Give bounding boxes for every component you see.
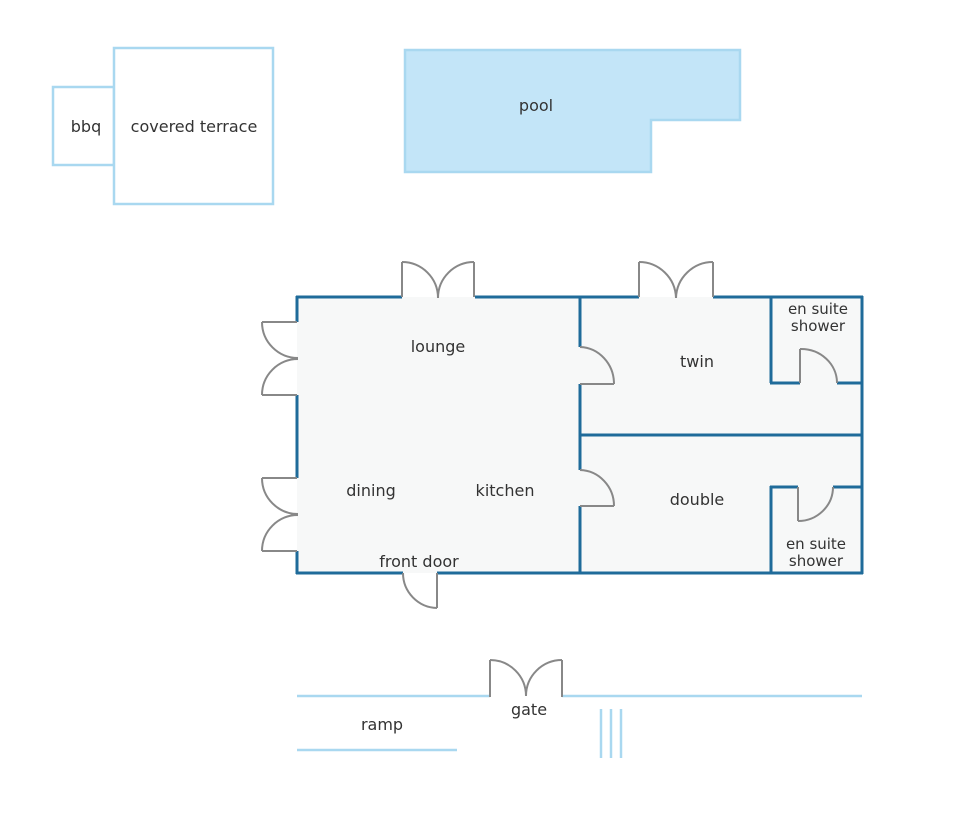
lounge-label: lounge <box>411 337 466 356</box>
bbq-label: bbq <box>71 117 101 136</box>
ensuite-bottom-label-line2: shower <box>789 552 844 570</box>
bbq-area: bbq <box>51 85 116 167</box>
ensuite-top-door <box>799 347 838 384</box>
pool-shape <box>403 48 742 174</box>
twin-door <box>579 346 615 385</box>
kitchen-label: kitchen <box>476 481 535 500</box>
ensuite-bottom-label-line1: en suite <box>786 535 846 553</box>
pool: pool <box>403 48 742 174</box>
double-label: double <box>670 490 725 509</box>
ramp-label: ramp <box>361 715 403 734</box>
pool-label: pool <box>519 96 553 115</box>
house: lounge dining kitchen front door twin do… <box>261 261 864 609</box>
front-door <box>402 572 438 609</box>
ensuite-top-label-line1: en suite <box>788 300 848 318</box>
covered-terrace: covered terrace <box>112 46 275 206</box>
front-door-label: front door <box>379 552 459 571</box>
dining-label: dining <box>346 481 395 500</box>
bbq-outline <box>51 85 116 167</box>
ensuite-bottom-door <box>797 486 834 522</box>
covered-terrace-outline <box>112 46 275 206</box>
twin-top-double-door <box>638 261 714 299</box>
double-door <box>579 469 615 507</box>
ensuite-top-label-line2: shower <box>791 317 846 335</box>
grounds: ramp gate <box>297 659 862 758</box>
left-upper-double-door <box>261 321 299 396</box>
covered-terrace-label: covered terrace <box>131 117 258 136</box>
twin-label: twin <box>680 352 714 371</box>
steps-marker <box>599 709 623 758</box>
gate-label: gate <box>511 700 547 719</box>
gate-double-door <box>489 659 563 697</box>
lounge-top-double-door <box>401 261 475 299</box>
left-lower-double-door <box>261 477 299 552</box>
